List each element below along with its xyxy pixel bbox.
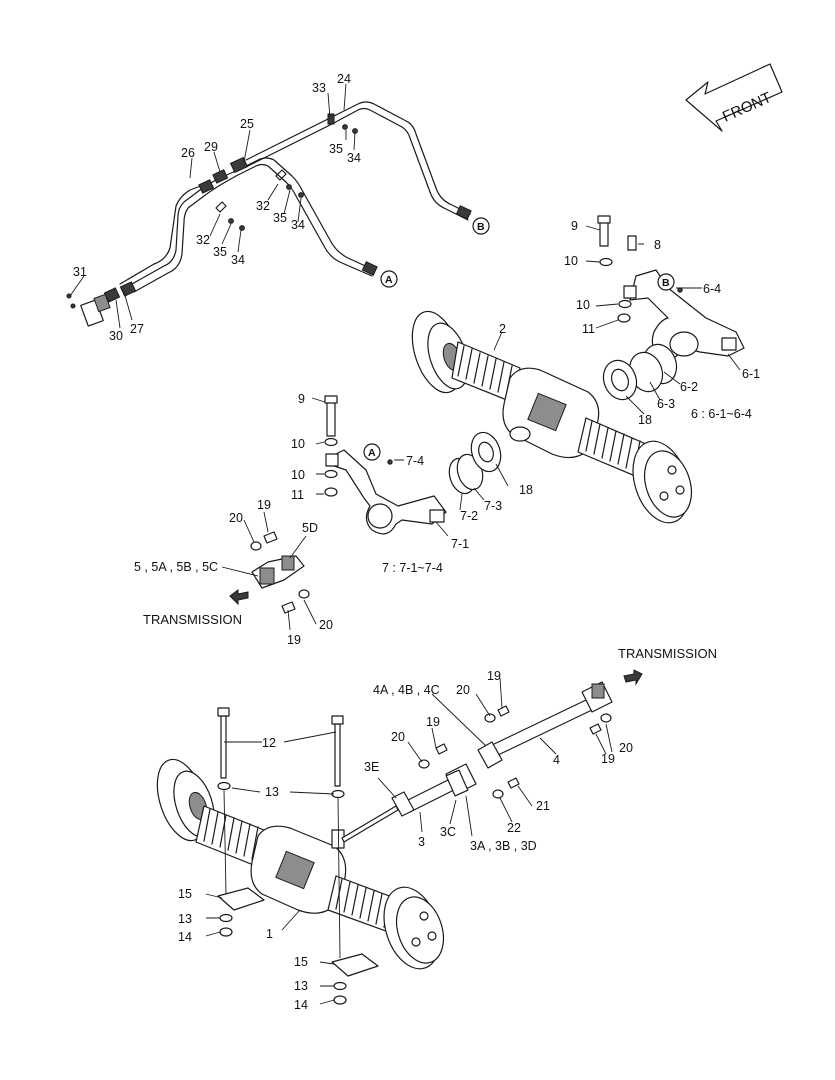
mounting-bracket-6: B: [597, 215, 745, 401]
label-1: 1: [266, 927, 273, 941]
universal-joint-5: [229, 531, 310, 614]
label-19e: 19: [601, 752, 615, 766]
label-group-6: 6 : 6-1~6-4: [691, 407, 752, 421]
label-10c: 10: [291, 437, 305, 451]
front-axle-assembly: [156, 707, 445, 1005]
label-10d: 10: [291, 468, 305, 482]
label-18a: 18: [638, 413, 652, 427]
label-7-2: 7-2: [460, 509, 478, 523]
label-34b: 34: [291, 218, 305, 232]
label-12: 12: [262, 736, 276, 750]
label-19c: 19: [487, 669, 501, 683]
label-20c: 20: [456, 683, 470, 697]
label-32a: 32: [256, 199, 270, 213]
label-19b: 19: [287, 633, 301, 647]
circled-letter-icon-a: A: [380, 270, 398, 288]
label-8: 8: [654, 238, 661, 252]
label-2: 2: [499, 322, 506, 336]
label-26: 26: [181, 146, 195, 160]
ref-b-label: B: [477, 221, 485, 233]
label-15b: 15: [294, 955, 308, 969]
label-29: 29: [204, 140, 218, 154]
label-34a: 34: [347, 151, 361, 165]
ref-a-bracket-label: A: [368, 447, 376, 459]
label-3: 3: [418, 835, 425, 849]
label-33: 33: [312, 81, 326, 95]
brake-piping-assembly: B A: [66, 101, 490, 327]
label-11a: 11: [582, 322, 595, 336]
label-group-7: 7 : 7-1~7-4: [382, 561, 443, 575]
label-22: 22: [507, 821, 521, 835]
label-18b: 18: [519, 483, 533, 497]
label-4: 4: [553, 753, 560, 767]
label-14b: 14: [294, 998, 308, 1012]
label-34c: 34: [231, 253, 245, 267]
label-11b: 11: [291, 488, 304, 502]
label-35b: 35: [273, 211, 287, 225]
label-7-3: 7-3: [484, 499, 502, 513]
label-25: 25: [240, 117, 254, 131]
label-7-4: 7-4: [406, 454, 424, 468]
label-7-1: 7-1: [451, 537, 469, 551]
label-24: 24: [337, 72, 351, 86]
front-arrow-icon: FRONT: [685, 63, 783, 132]
label-20d: 20: [391, 730, 405, 744]
label-19a: 19: [257, 498, 271, 512]
direction-arrow-icon-transmission-right: [623, 669, 643, 686]
label-10b: 10: [576, 298, 590, 312]
drive-shaft-assembly: [341, 669, 643, 843]
label-13c: 13: [294, 979, 308, 993]
part-number-labels: 33 24 25 26 29 35 34 32 35 34 32 35 34 3…: [73, 72, 760, 1012]
mounting-bracket-7: A: [324, 395, 502, 535]
label-32b: 32: [196, 233, 210, 247]
direction-arrow-icon-transmission-left: [229, 589, 249, 606]
rear-axle-assembly: [411, 310, 693, 524]
label-20e: 20: [619, 741, 633, 755]
ref-a-label: A: [385, 274, 393, 286]
label-35c: 35: [213, 245, 227, 259]
label-35a: 35: [329, 142, 343, 156]
label-13a: 13: [265, 785, 279, 799]
label-19d: 19: [426, 715, 440, 729]
label-13b: 13: [178, 912, 192, 926]
label-4-group: 4A , 4B , 4C: [373, 683, 440, 697]
transmission-label-right: TRANSMISSION: [618, 646, 717, 661]
label-14a: 14: [178, 930, 192, 944]
label-9b: 9: [298, 392, 305, 406]
label-20a: 20: [229, 511, 243, 525]
leader-lines: [69, 83, 741, 1005]
circled-letter-icon-a-bracket: A: [363, 443, 381, 461]
label-3C: 3C: [440, 825, 456, 839]
label-6-4: 6-4: [703, 282, 721, 296]
label-27: 27: [130, 322, 144, 336]
circled-letter-icon-b: B: [472, 217, 490, 235]
label-21: 21: [536, 799, 550, 813]
label-20b: 20: [319, 618, 333, 632]
transmission-label-left: TRANSMISSION: [143, 612, 242, 627]
label-31: 31: [73, 265, 87, 279]
label-15a: 15: [178, 887, 192, 901]
label-6-2: 6-2: [680, 380, 698, 394]
label-3-group: 3A , 3B , 3D: [470, 839, 537, 853]
ref-b-bracket-label: B: [662, 277, 670, 289]
label-6-3: 6-3: [657, 397, 675, 411]
label-5D: 5D: [302, 521, 318, 535]
label-10a: 10: [564, 254, 578, 268]
label-9a: 9: [571, 219, 578, 233]
circled-letter-icon-b-bracket: B: [657, 273, 675, 291]
label-6-1: 6-1: [742, 367, 760, 381]
label-5-group: 5 , 5A , 5B , 5C: [134, 560, 218, 574]
label-3E: 3E: [364, 760, 379, 774]
label-30: 30: [109, 329, 123, 343]
